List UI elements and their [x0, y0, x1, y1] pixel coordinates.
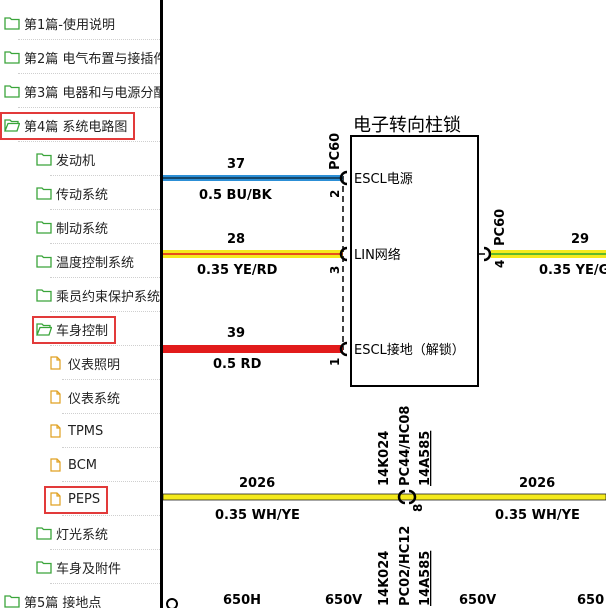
tree-item-label: 车身及附件	[56, 561, 122, 577]
folder-icon	[4, 594, 20, 608]
tree-item-label: 灯光系统	[56, 527, 109, 543]
selection-highlight	[0, 112, 135, 140]
circuit-29: 29	[571, 232, 589, 247]
tree-item-label: 第5篇 接地点	[24, 595, 102, 609]
folder-open-icon	[36, 322, 53, 336]
document-icon	[48, 390, 64, 404]
tree-item[interactable]: 第5篇 接地点	[4, 584, 160, 608]
pin-label-escl-ground: ESCL接地（解锁）	[354, 342, 465, 358]
pin-label-escl-power: ESCL电源	[354, 172, 413, 187]
tree-item[interactable]: BCM	[48, 448, 160, 482]
folder-icon	[36, 220, 52, 234]
folder-icon	[36, 526, 52, 540]
connector-left-label: PC60	[328, 133, 343, 170]
folder-icon	[36, 152, 52, 166]
pane-divider[interactable]	[160, 0, 163, 608]
wire-label-28: 0.35 YE/RD	[197, 263, 278, 278]
circuit-2026-right: 2026	[519, 476, 555, 491]
tree-item[interactable]: 制动系统	[36, 210, 160, 244]
folder-open-icon	[4, 118, 21, 132]
component-title: 电子转向柱锁	[353, 115, 461, 136]
wire-2026	[162, 493, 606, 501]
document-icon	[48, 424, 64, 438]
tree-item[interactable]: 车身及附件	[36, 550, 160, 584]
pin-1: 1	[328, 358, 342, 366]
circuit-2026-left: 2026	[239, 476, 275, 491]
tree-item[interactable]: TPMS	[48, 414, 160, 448]
folder-icon	[36, 254, 52, 268]
circuit-650h: 650H	[223, 593, 261, 608]
wire-label-2026-left: 0.35 WH/YE	[215, 508, 300, 523]
circuit-650-far: 650	[577, 593, 604, 608]
tree-item-label: 发动机	[56, 153, 96, 169]
pin-4: 4	[493, 260, 507, 268]
splice-pin-8: 8	[411, 504, 425, 512]
tree-item[interactable]: 第2篇 电气布置与接插件	[4, 40, 160, 74]
tree-item[interactable]: 灯光系统	[36, 516, 160, 550]
circuit-650v-right: 650V	[459, 593, 496, 608]
document-icon	[48, 492, 64, 506]
document-icon	[48, 356, 64, 370]
folder-icon	[4, 16, 20, 30]
tree-item[interactable]: 第1篇-使用说明	[4, 6, 160, 40]
ground-symbol	[166, 598, 178, 610]
tree-item[interactable]: 仪表系统	[48, 380, 160, 414]
bottom-label-1: 14K024	[377, 551, 392, 606]
tree-item[interactable]: 传动系统	[36, 176, 160, 210]
selection-highlight	[44, 486, 108, 514]
tree-item-label: 仪表系统	[68, 391, 121, 407]
tree-item[interactable]: 第3篇 电器和与电源分配	[4, 74, 160, 108]
tree-item-label: 第1篇-使用说明	[24, 17, 115, 33]
connector-right-label: PC60	[493, 209, 508, 246]
tree-item-label: 第2篇 电气布置与接插件	[24, 51, 160, 67]
wire-39	[163, 345, 343, 353]
bottom-label-3: 14A585	[418, 551, 433, 606]
tree-item-label: PEPS	[68, 491, 101, 507]
tree-item[interactable]: 第4篇 系统电路图	[4, 108, 160, 142]
tree-item-label: 仪表照明	[68, 357, 121, 373]
wire-label-39: 0.5 RD	[213, 357, 262, 372]
circuit-39: 39	[227, 326, 245, 341]
component-box	[350, 135, 479, 387]
folder-icon	[36, 560, 52, 574]
wire-label-2026-right: 0.35 WH/YE	[495, 508, 580, 523]
tree-item-label: 传动系统	[56, 187, 109, 203]
circuit-28: 28	[227, 232, 245, 247]
tree-item-label: TPMS	[68, 423, 104, 439]
folder-icon	[4, 50, 20, 64]
circuit-650v-mid: 650V	[325, 593, 362, 608]
pin-3: 3	[328, 266, 342, 274]
tree-item-label: 第3篇 电器和与电源分配	[24, 85, 160, 101]
tree-item-label: 制动系统	[56, 221, 109, 237]
tree-item-label: 乘员约束保护系统	[56, 289, 160, 305]
tree-item[interactable]: 乘员约束保护系统	[36, 278, 160, 312]
folder-icon	[36, 186, 52, 200]
circuit-37: 37	[227, 157, 245, 172]
tree-item-label: 第4篇 系统电路图	[24, 119, 128, 135]
document-icon	[48, 458, 64, 472]
tree-item[interactable]: 车身控制	[36, 312, 160, 346]
tree-item-label: BCM	[68, 457, 97, 473]
tree-item[interactable]: PEPS	[48, 482, 160, 516]
folder-icon	[36, 288, 52, 302]
tree-item-label: 车身控制	[56, 323, 109, 339]
wire-label-37: 0.5 BU/BK	[199, 188, 273, 203]
navigation-tree: 第1篇-使用说明第2篇 电气布置与接插件第3篇 电器和与电源分配第4篇 系统电路…	[0, 0, 160, 608]
tree-item[interactable]: 温度控制系统	[36, 244, 160, 278]
tree-item[interactable]: 仪表照明	[48, 346, 160, 380]
folder-icon	[4, 84, 20, 98]
tree-item[interactable]: 发动机	[36, 142, 160, 176]
wiring-diagram: 电子转向柱锁 PC60 37 0.5 BU/BK 2 ESCL电源 28 0.3…	[162, 0, 606, 610]
selection-highlight	[32, 316, 116, 344]
splice-label-3: 14A585	[418, 431, 433, 486]
bottom-label-2: PC02/HC12	[398, 526, 413, 606]
pin-label-lin: LIN网络	[354, 247, 401, 263]
wire-label-29: 0.35 YE/G	[539, 263, 606, 278]
tree-item-label: 温度控制系统	[56, 255, 135, 271]
pin-2: 2	[328, 190, 342, 198]
splice-label-2: PC44/HC08	[398, 406, 413, 486]
splice-label-1: 14K024	[377, 431, 392, 486]
